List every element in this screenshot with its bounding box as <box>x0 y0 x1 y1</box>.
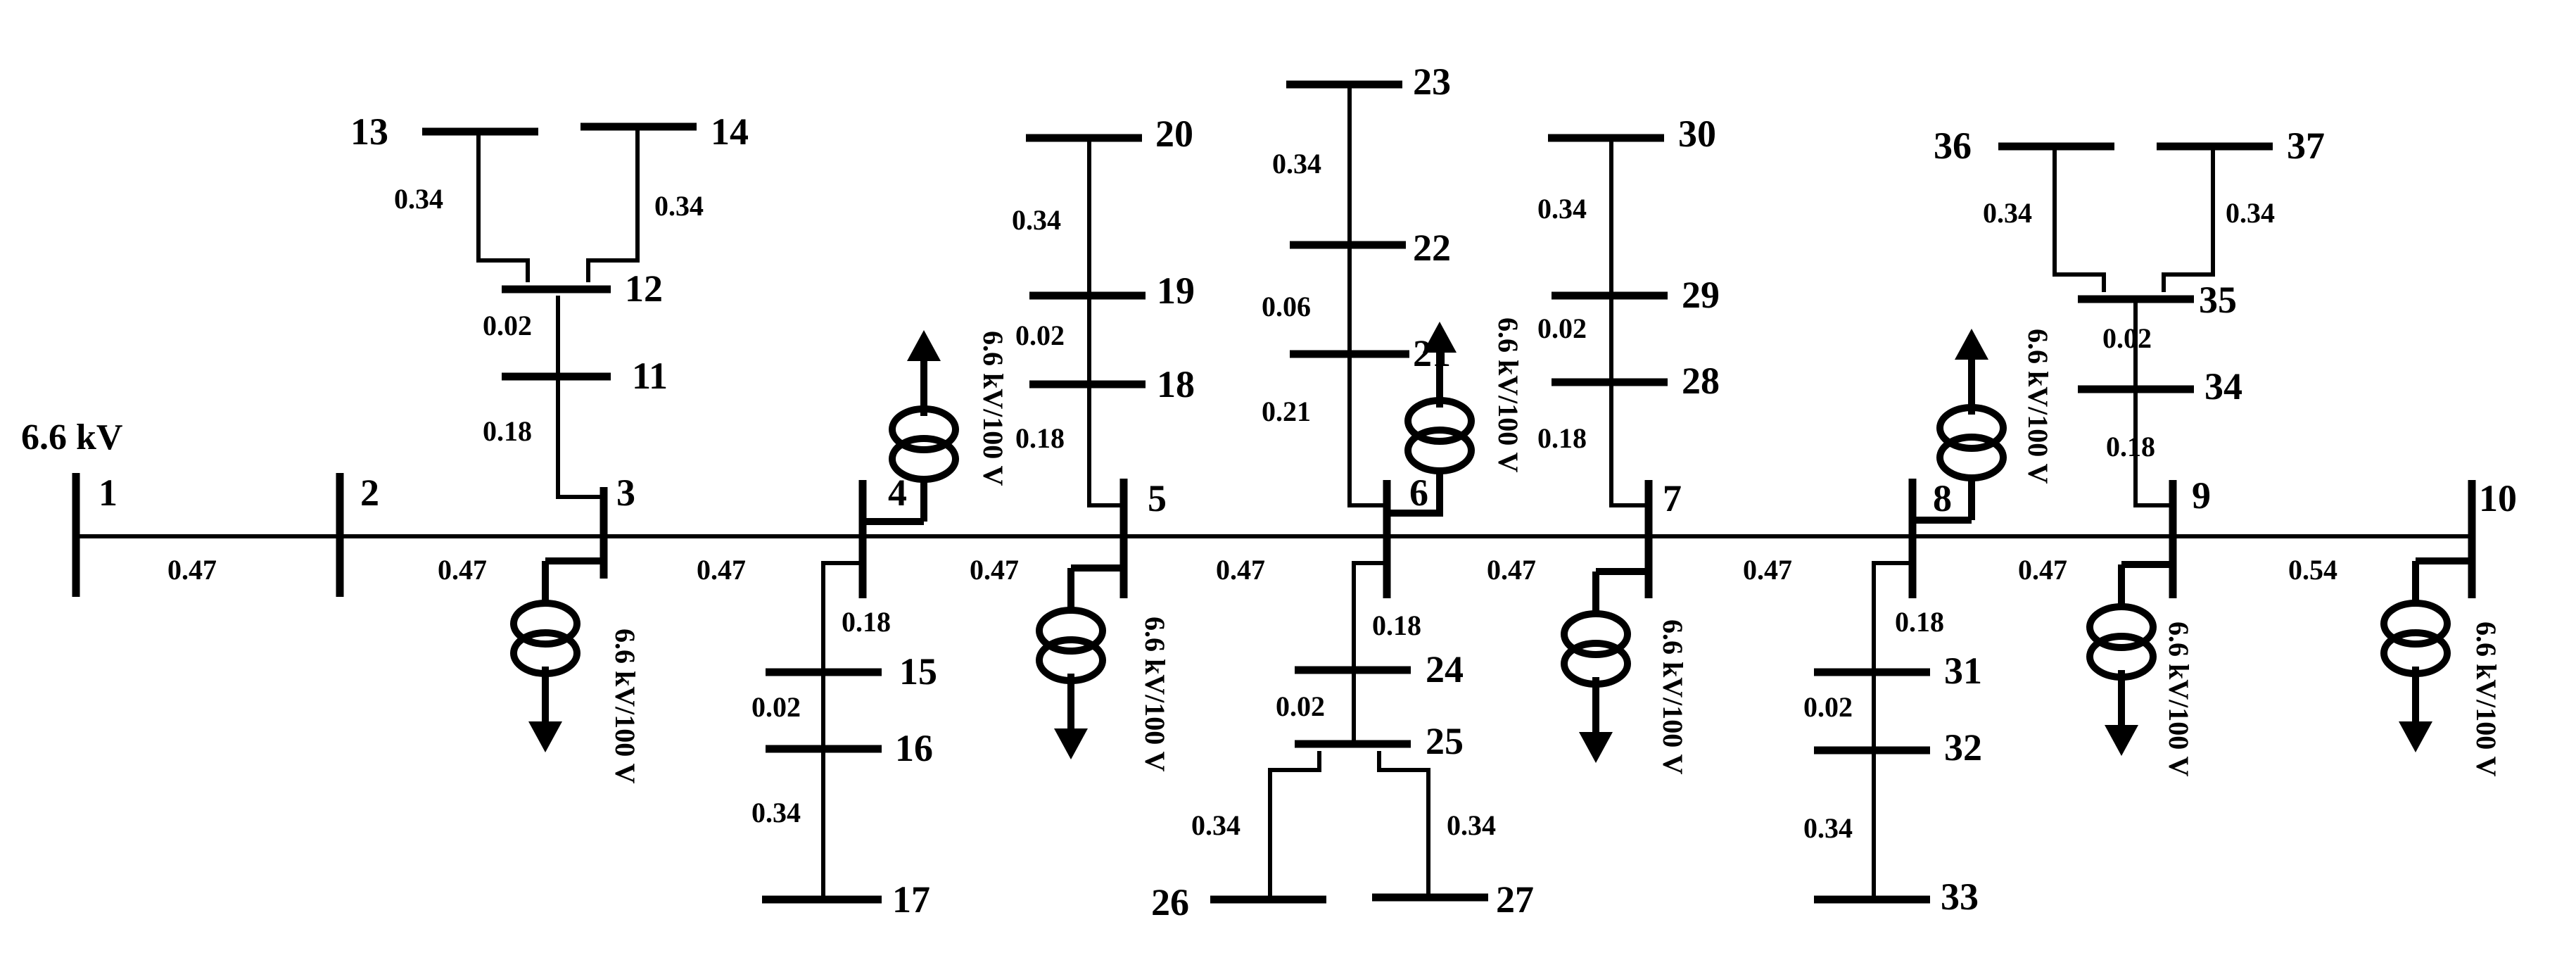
transformer-label-bus-10: 6.6 kV/100 V <box>2470 621 2502 777</box>
bus-label-30: 30 <box>1678 113 1716 155</box>
transformer-label-bus-8: 6.6 kV/100 V <box>2022 329 2054 484</box>
lateral-bus-4: 15 16 17 0.18 0.02 0.34 <box>751 561 937 921</box>
lateral-bus-3: 11 12 13 14 0.18 0.02 0.34 0.34 <box>350 111 749 499</box>
bus-label-23: 23 <box>1413 61 1451 103</box>
bus-label-10: 10 <box>2479 477 2517 519</box>
bus-label-25: 25 <box>1426 720 1464 762</box>
bus-label-27: 27 <box>1496 878 1534 921</box>
impedance-7-8: 0.47 <box>1743 554 1792 586</box>
bus-label-15: 15 <box>899 650 937 693</box>
impedance-25-26: 0.34 <box>1191 809 1241 841</box>
bus-label-18: 18 <box>1157 363 1195 405</box>
impedance-34-35: 0.02 <box>2102 322 2152 354</box>
bus-label-29: 29 <box>1682 274 1720 316</box>
lateral-bus-5: 18 19 20 0.18 0.02 0.34 <box>1012 113 1195 507</box>
bus-label-1: 1 <box>99 472 118 514</box>
bus-label-28: 28 <box>1682 360 1720 402</box>
impedance-29-30: 0.34 <box>1537 193 1587 225</box>
impedance-12-13: 0.34 <box>394 183 443 215</box>
bus-label-26: 26 <box>1151 881 1189 923</box>
impedance-7-28: 0.18 <box>1537 422 1587 454</box>
impedance-35-36: 0.34 <box>1983 197 2032 229</box>
impedance-9-10: 0.54 <box>2288 554 2337 586</box>
transformer-label-bus-9: 6.6 kV/100 V <box>2163 621 2195 777</box>
bus-label-17: 17 <box>892 878 930 921</box>
bus-label-22: 22 <box>1413 227 1451 269</box>
bus-label-16: 16 <box>895 727 933 769</box>
impedance-1-2: 0.47 <box>167 554 217 586</box>
bus-label-37: 37 <box>2287 125 2325 167</box>
transformer-label-bus-5: 6.6 kV/100 V <box>1139 617 1171 772</box>
transformer-load-bus-6: 6.6 kV/100 V <box>1387 317 1524 517</box>
transformer-load-bus-7: 6.6 kV/100 V <box>1564 568 1689 775</box>
impedance-24-25: 0.02 <box>1276 690 1325 722</box>
source-voltage-label: 6.6 kV <box>21 417 122 457</box>
lateral-bus-9: 34 35 36 37 0.18 0.02 0.34 0.34 <box>1934 125 2325 507</box>
bus-label-5: 5 <box>1148 477 1167 519</box>
impedance-6-24: 0.18 <box>1372 610 1421 641</box>
impedance-11-12: 0.02 <box>483 310 532 341</box>
bus-label-19: 19 <box>1157 270 1195 312</box>
impedance-12-14: 0.34 <box>654 190 704 222</box>
lateral-bus-8: 31 32 33 0.18 0.02 0.34 <box>1803 561 1982 918</box>
bus-label-14: 14 <box>711 111 749 153</box>
transformer-label-bus-6: 6.6 kV/100 V <box>1492 317 1524 473</box>
bus-label-24: 24 <box>1426 648 1464 690</box>
transformer-load-bus-4: 6.6 kV/100 V <box>863 330 1009 525</box>
bus-label-2: 2 <box>360 472 379 514</box>
impedance-28-29: 0.02 <box>1537 313 1587 344</box>
transformer-load-bus-8: 6.6 kV/100 V <box>1912 329 2054 524</box>
bus-label-6: 6 <box>1409 472 1428 514</box>
transformer-label-bus-3: 6.6 kV/100 V <box>609 629 641 784</box>
impedance-3-11: 0.18 <box>483 415 532 447</box>
impedance-32-33: 0.34 <box>1803 812 1853 844</box>
bus-label-13: 13 <box>350 111 388 153</box>
impedance-21-22: 0.06 <box>1262 291 1311 322</box>
impedance-4-5: 0.47 <box>970 554 1019 586</box>
lateral-bus-6-down: 24 25 26 27 0.18 0.02 0.34 0.34 <box>1151 561 1534 923</box>
bus-label-12: 12 <box>625 267 663 310</box>
bus-label-31: 31 <box>1944 650 1982 692</box>
lateral-bus-7: 28 29 30 0.18 0.02 0.34 <box>1537 113 1720 507</box>
impedance-19-20: 0.34 <box>1012 204 1061 236</box>
bus-label-8: 8 <box>1933 477 1952 519</box>
impedance-5-6: 0.47 <box>1216 554 1265 586</box>
impedance-18-19: 0.02 <box>1015 320 1065 351</box>
impedance-16-17: 0.34 <box>751 797 801 828</box>
lateral-bus-6-up: 21 22 23 0.21 0.06 0.34 <box>1262 61 1451 507</box>
transformer-label-bus-4: 6.6 kV/100 V <box>977 331 1009 486</box>
impedance-3-4: 0.47 <box>697 554 746 586</box>
impedance-35-37: 0.34 <box>2226 197 2275 229</box>
bus-label-20: 20 <box>1155 113 1193 155</box>
bus-label-3: 3 <box>616 472 635 514</box>
transformer-load-bus-3: 6.6 kV/100 V <box>514 557 641 784</box>
impedance-5-18: 0.18 <box>1015 422 1065 454</box>
bus-label-33: 33 <box>1941 876 1979 918</box>
impedance-8-31: 0.18 <box>1895 606 1944 638</box>
transformer-load-bus-9: 6.6 kV/100 V <box>2090 561 2195 777</box>
impedance-6-21: 0.21 <box>1262 396 1311 427</box>
impedance-22-23: 0.34 <box>1272 148 1321 179</box>
bus-label-36: 36 <box>1934 125 1972 167</box>
impedance-8-9: 0.47 <box>2018 554 2067 586</box>
transformer-load-bus-10: 6.6 kV/100 V <box>2384 557 2502 777</box>
impedance-15-16: 0.02 <box>751 691 801 723</box>
impedance-31-32: 0.02 <box>1803 691 1853 723</box>
bus-label-9: 9 <box>2192 474 2211 517</box>
impedance-6-7: 0.47 <box>1487 554 1536 586</box>
bus-label-11: 11 <box>632 355 668 397</box>
bus-label-7: 7 <box>1663 477 1682 519</box>
impedance-4-15: 0.18 <box>842 606 891 638</box>
transformer-load-bus-5: 6.6 kV/100 V <box>1039 564 1171 772</box>
bus-label-32: 32 <box>1944 726 1982 769</box>
impedance-9-34: 0.18 <box>2106 431 2155 462</box>
bus-label-34: 34 <box>2204 365 2242 408</box>
impedance-2-3: 0.47 <box>438 554 487 586</box>
transformer-label-bus-7: 6.6 kV/100 V <box>1657 619 1689 775</box>
impedance-25-27: 0.34 <box>1447 809 1496 841</box>
bus-label-35: 35 <box>2199 279 2237 321</box>
